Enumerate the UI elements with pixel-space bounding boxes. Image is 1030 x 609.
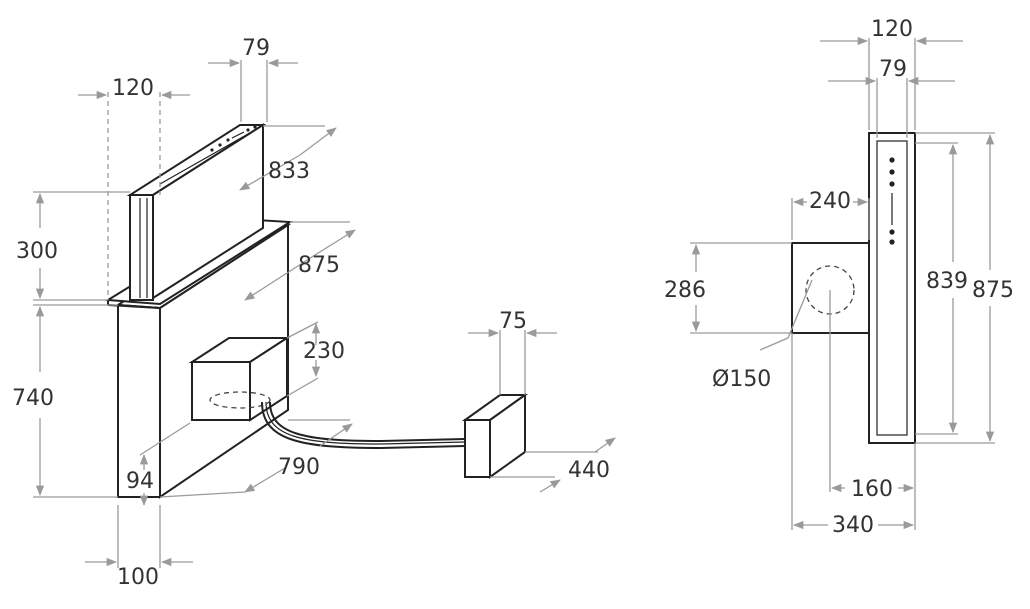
label-120: 120 [112,76,154,101]
dimension-lines-right [690,36,995,530]
side-panel [868,132,916,444]
motor-box [188,336,291,422]
label-side-839: 839 [926,269,968,294]
label-790: 790 [278,455,320,480]
label-875: 875 [298,253,340,278]
label-440: 440 [568,458,610,483]
remote-box [461,393,529,479]
label-75: 75 [499,309,527,334]
label-833: 833 [268,159,310,184]
label-230: 230 [303,339,345,364]
label-side-160: 160 [851,477,893,502]
label-side-340: 340 [832,513,874,538]
duct-hose [261,401,466,450]
label-94: 94 [126,469,154,494]
isometric-view: 79 120 833 300 875 230 740 790 94 100 75… [12,36,616,590]
label-300: 300 [16,239,58,264]
label-side-240: 240 [809,189,851,214]
label-side-875: 875 [972,278,1014,303]
label-side-79: 79 [879,57,907,82]
label-side-286: 286 [664,278,706,303]
side-view: 120 79 240 286 839 875 Ø150 160 340 [664,17,1014,538]
label-79: 79 [242,36,270,61]
label-740: 740 [12,386,54,411]
dimension-lines-left [33,58,616,568]
hood-panel [126,123,267,301]
label-side-120: 120 [871,17,913,42]
label-100: 100 [117,565,159,590]
control-dots [210,125,257,152]
label-diameter-150: Ø150 [712,367,771,392]
